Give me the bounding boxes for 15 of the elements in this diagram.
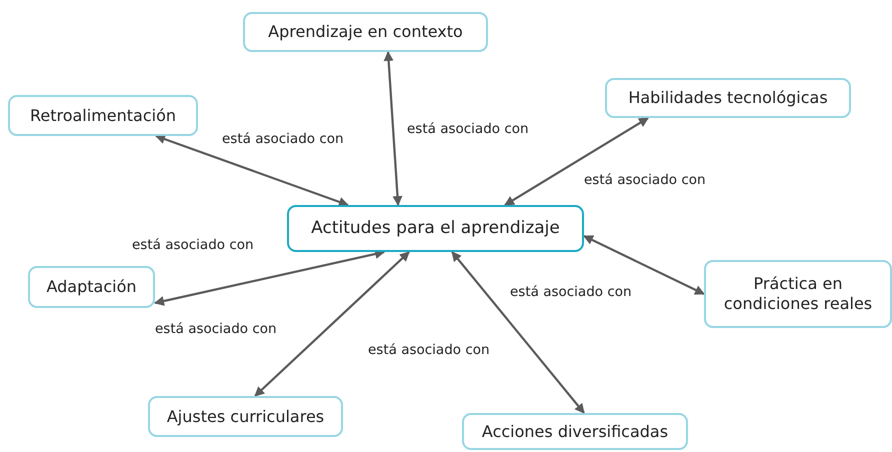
concept-box: Retroalimentación	[8, 95, 198, 136]
central-concept-box: Actitudes para el aprendizaje	[287, 205, 584, 252]
concept-box: Aprendizaje en contexto	[243, 12, 488, 52]
concept-box: Adaptación	[28, 266, 155, 308]
concept-box: Ajustes curriculares	[148, 396, 343, 437]
double-arrow	[154, 249, 386, 306]
concept-box: Acciones diversificadas	[462, 413, 688, 450]
double-arrow	[254, 251, 410, 397]
double-arrow	[155, 134, 349, 207]
double-arrow	[451, 251, 585, 414]
concept-box: Habilidades tecnológicas	[605, 78, 851, 118]
double-arrow	[583, 235, 705, 295]
double-arrow	[384, 51, 402, 206]
concept-box: Práctica en condiciones reales	[704, 260, 892, 328]
double-arrow	[504, 117, 649, 206]
